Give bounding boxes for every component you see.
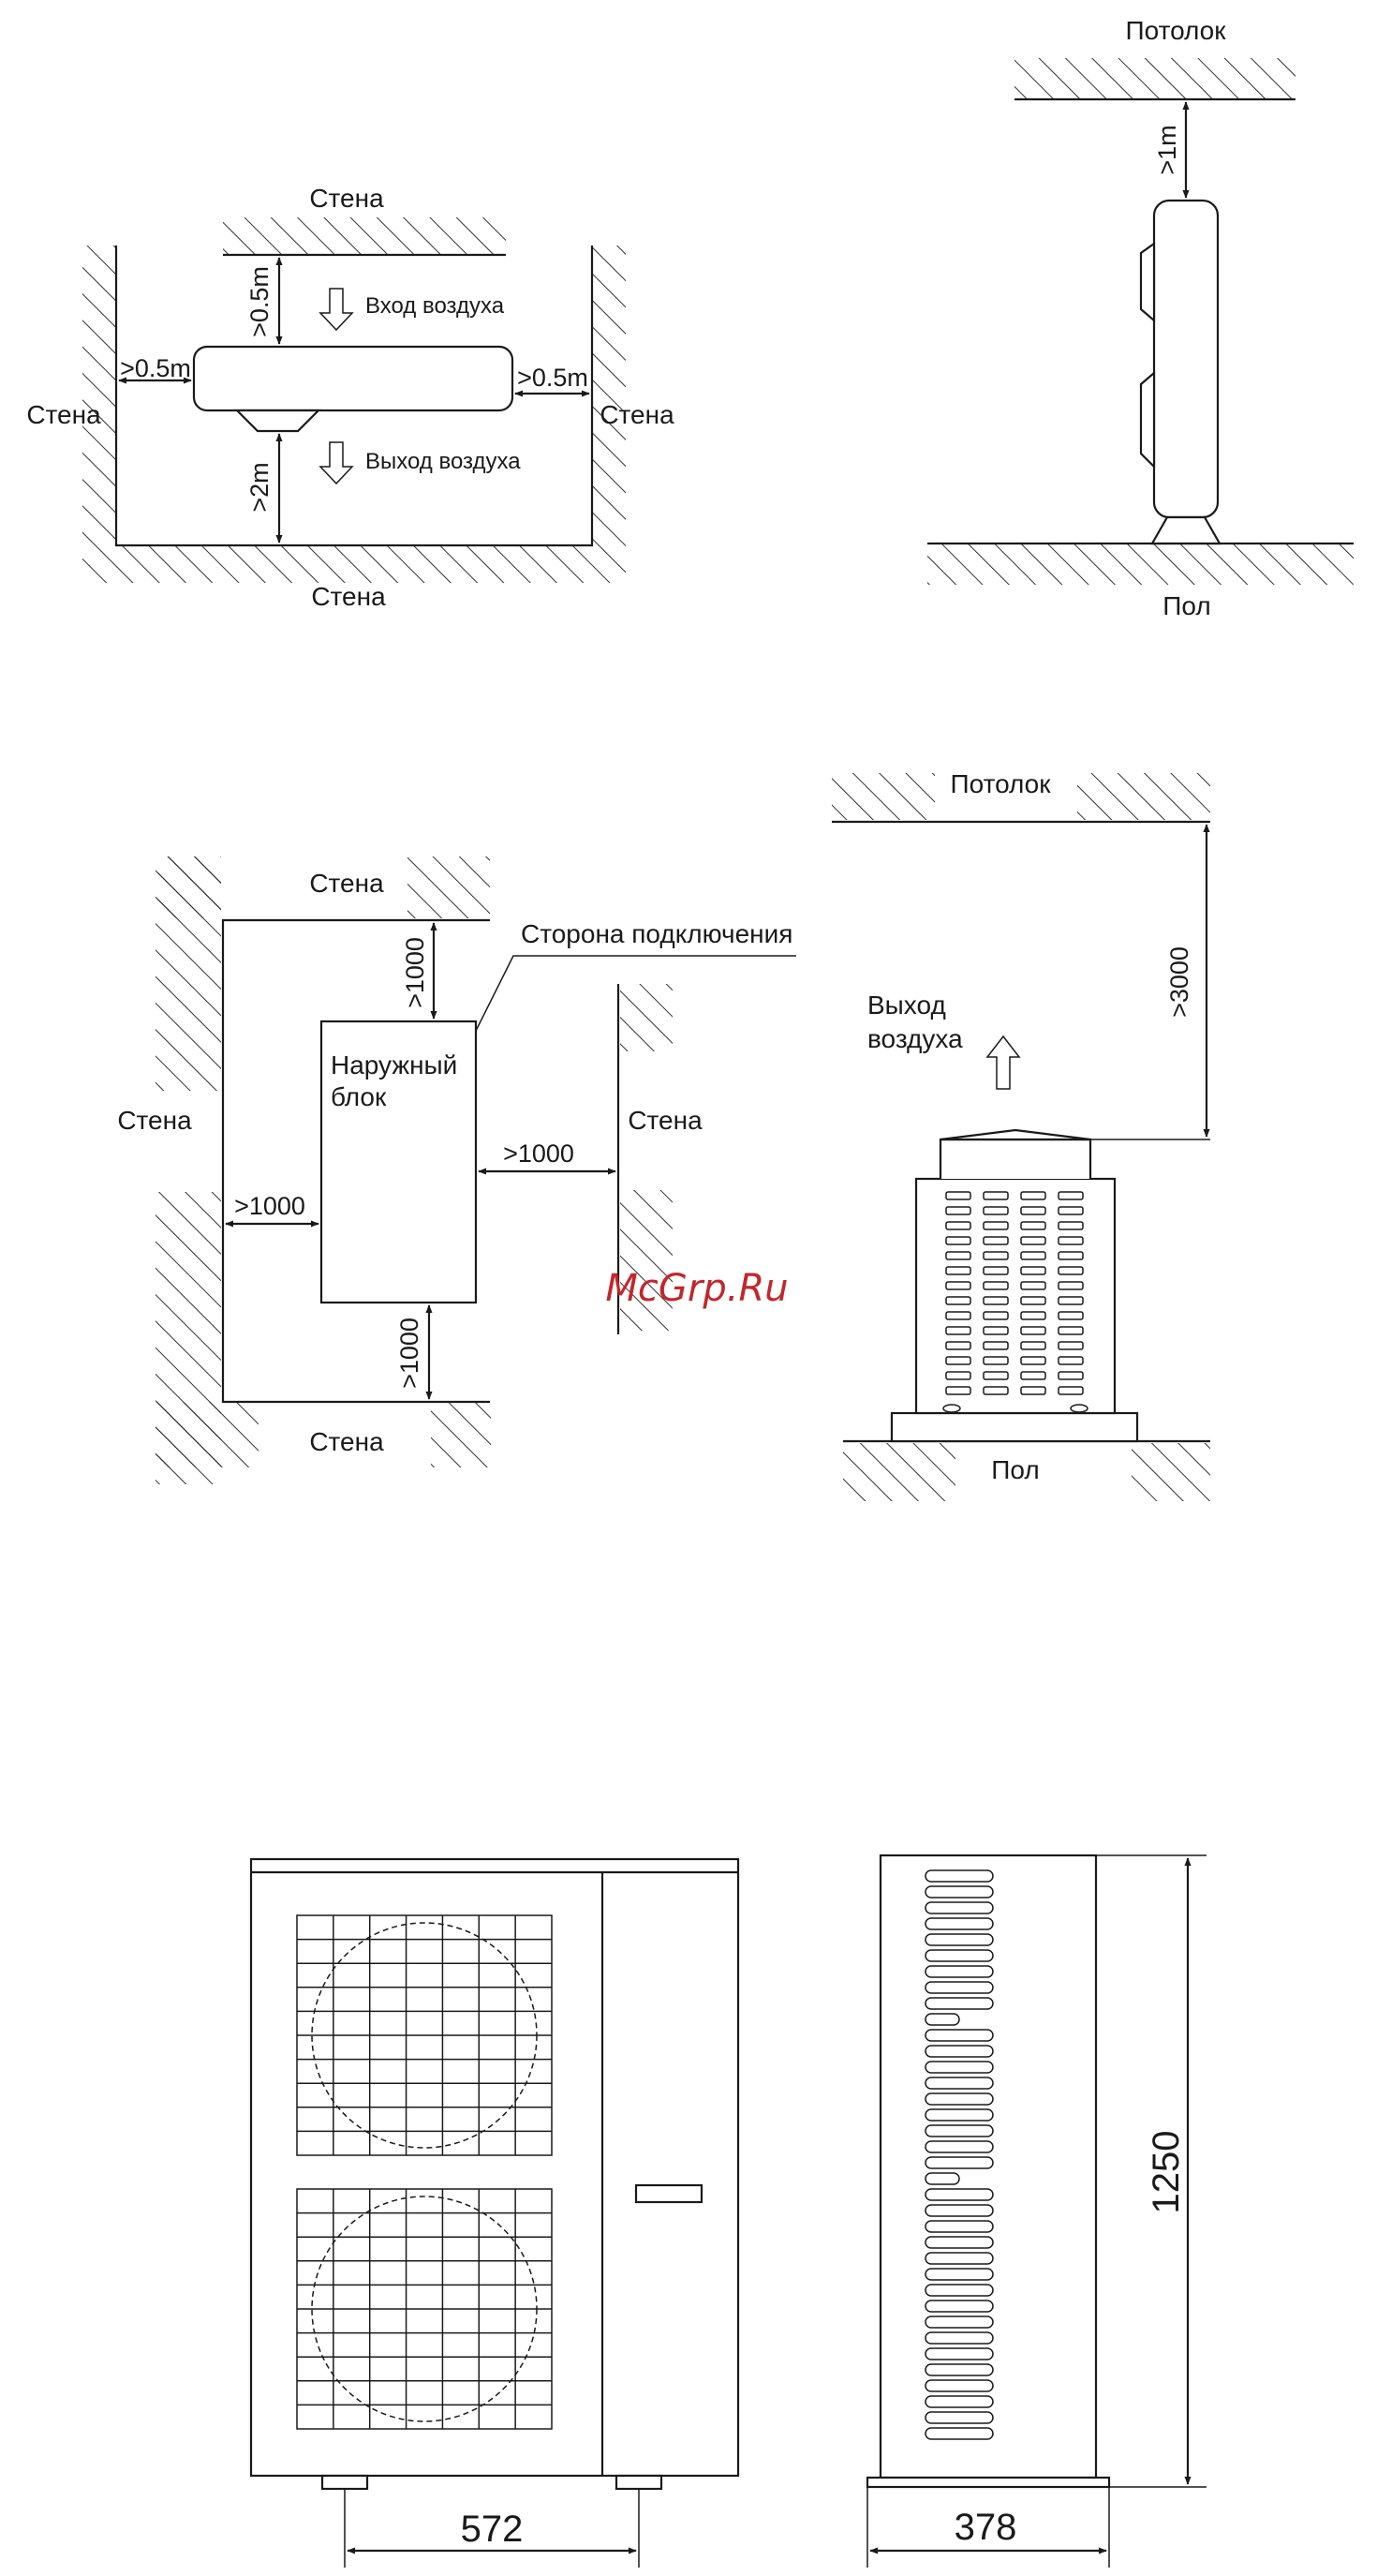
- dim-side-depth: 378: [955, 2507, 1017, 2548]
- label-wall-right: Стена: [628, 1106, 703, 1135]
- label-air-out: Выход воздуха: [365, 449, 521, 474]
- label-air-out-line2: воздуха: [867, 1024, 963, 1053]
- dim-front-width: 572: [461, 2509, 524, 2550]
- unit-front-body: [251, 1859, 738, 2476]
- hatch-wall-right-upper: [620, 984, 673, 1051]
- label-wall-bottom: Стена: [311, 582, 386, 611]
- outdoor-top-view: Наружный блок Сторона подключения Стена …: [117, 856, 796, 1484]
- air-out-arrow-icon: [320, 442, 352, 484]
- hatch-ceiling-left: [832, 773, 935, 820]
- indoor-unit-grille: [237, 410, 318, 431]
- hatch-bottom-left: [155, 1402, 259, 1467]
- air-out-arrow-icon: [987, 1036, 1019, 1089]
- hatch-wall-top: [223, 217, 506, 255]
- indoor-top-view: Стена Стена Стена Стена Вход воздуха Вых…: [26, 184, 674, 611]
- unit-side-body: [881, 1855, 1096, 2478]
- label-air-in: Вход воздуха: [365, 293, 505, 319]
- label-ceiling: Потолок: [1125, 16, 1226, 45]
- air-in-arrow-icon: [320, 289, 352, 330]
- dim-left: >1000: [234, 1192, 305, 1220]
- hatch-bottom-right: [431, 1402, 491, 1467]
- label-wall-right: Стена: [600, 400, 674, 429]
- dim-right: >1000: [503, 1139, 574, 1168]
- label-ceiling: Потолок: [950, 769, 1051, 798]
- dim-top: >1m: [1153, 125, 1181, 174]
- nameplate: [636, 2185, 702, 2202]
- hatch-top-right: [407, 856, 490, 918]
- label-unit-line2: блок: [331, 1082, 387, 1111]
- dim-bottom: >2m: [245, 462, 274, 512]
- dim-top: >0.5m: [245, 266, 274, 337]
- dim-top: >1000: [401, 937, 429, 1008]
- indoor-side-view: Потолок Пол >1m: [927, 16, 1354, 620]
- dim-height: 1250: [1146, 2131, 1187, 2214]
- label-wall-top: Стена: [309, 869, 384, 898]
- hatch-wall-right: [592, 246, 626, 545]
- hatch-ceiling-right: [1077, 773, 1210, 820]
- hatch-floor-right: [1132, 1443, 1210, 1501]
- hatch-floor: [927, 543, 1354, 585]
- indoor-unit-side: [1154, 201, 1218, 517]
- hatch-ceiling: [1014, 58, 1296, 99]
- label-wall-bottom: Стена: [309, 1427, 384, 1456]
- unit-front-view: 572: [251, 1859, 738, 2568]
- hatch-wall-left: [82, 246, 116, 545]
- label-wall-top: Стена: [309, 184, 384, 213]
- dim-bottom: >1000: [395, 1318, 423, 1389]
- label-floor: Пол: [991, 1455, 1039, 1484]
- watermark: McGrp.Ru: [605, 1267, 788, 1310]
- label-connection-side: Сторона подключения: [521, 919, 792, 948]
- label-unit-line1: Наружный: [331, 1050, 457, 1080]
- unit-side-view: 1250 378: [867, 1855, 1207, 2568]
- outdoor-side-view: Потолок Пол Выход воздуха >3000: [832, 769, 1210, 1501]
- label-floor: Пол: [1162, 591, 1210, 620]
- dim-right: >0.5m: [517, 364, 588, 392]
- indoor-unit-body: [194, 347, 512, 410]
- label-air-out-line1: Выход: [867, 990, 946, 1020]
- dim-left: >0.5m: [120, 354, 191, 382]
- dim-top: >3000: [1165, 946, 1193, 1018]
- hatch-floor-left: [843, 1443, 955, 1501]
- hatch-floor: [82, 545, 626, 583]
- label-wall-left: Стена: [26, 400, 101, 429]
- hatch-left-upper: [155, 856, 221, 1091]
- label-wall-left: Стена: [117, 1106, 192, 1135]
